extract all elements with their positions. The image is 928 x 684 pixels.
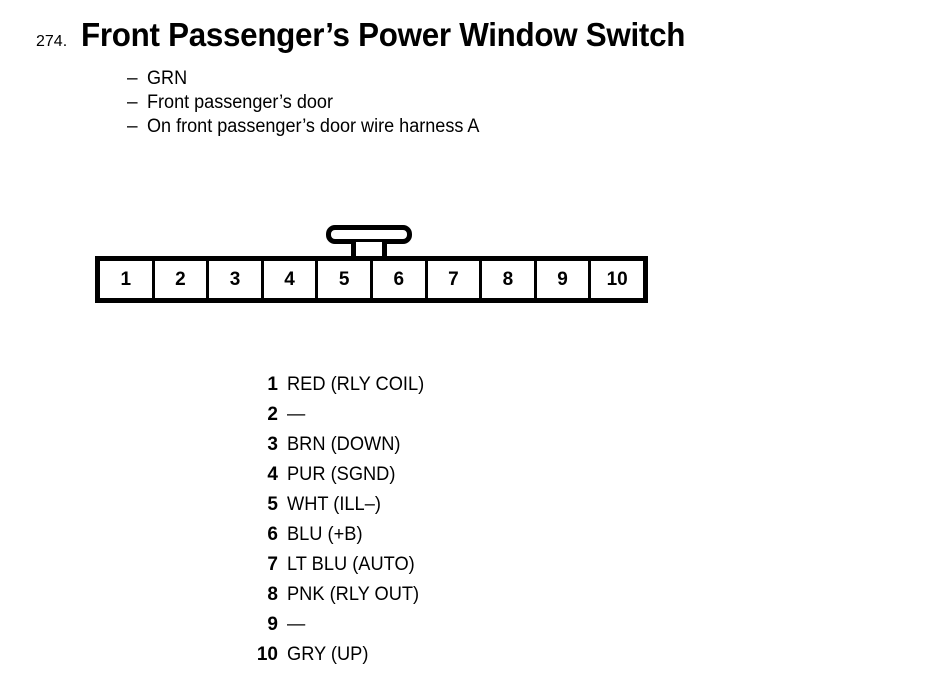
note-dash-icon: – — [127, 116, 138, 137]
connector-cavity: 6 — [372, 261, 425, 298]
page-title: 274. Front Passenger’s Power Window Swit… — [36, 16, 717, 54]
pin-label: GRY (UP) — [287, 644, 369, 665]
note-item-label: Front passenger’s door — [147, 92, 333, 113]
pin-row: 4 PUR (SGND) — [200, 464, 430, 494]
note-dash-icon: – — [127, 92, 138, 113]
connector-cavity: 8 — [482, 261, 534, 298]
pin-number: 3 — [267, 434, 278, 455]
pin-label: PUR (SGND) — [287, 464, 396, 485]
note-item-location: – Front passenger’s door — [127, 92, 497, 116]
connector-housing: 1 2 3 4 5 6 7 8 9 10 — [95, 256, 648, 303]
pin-assignment-list: 1 RED (RLY COIL) 2 — 3 BRN (DOWN) 4 PUR … — [200, 374, 430, 674]
pin-row: 9 — — [200, 614, 430, 644]
note-item-label: GRN — [147, 68, 188, 89]
pin-row: 1 RED (RLY COIL) — [200, 374, 430, 404]
note-list: – GRN – Front passenger’s door – On fron… — [127, 68, 497, 140]
pin-number: 8 — [267, 584, 278, 605]
pin-number: 7 — [267, 554, 278, 575]
connector-cavity: 7 — [427, 261, 480, 298]
pin-row: 7 LT BLU (AUTO) — [200, 554, 430, 584]
pin-row: 6 BLU (+B) — [200, 524, 430, 554]
pin-label: BLU (+B) — [287, 524, 363, 545]
pin-number: 9 — [267, 614, 278, 635]
pin-label: RED (RLY COIL) — [287, 374, 425, 395]
note-dash-icon: – — [127, 68, 138, 89]
note-item-label: On front passenger’s door wire harness A — [147, 116, 480, 137]
connector-cavity: 1 — [100, 261, 152, 298]
title-heading: Front Passenger’s Power Window Switch — [81, 16, 686, 53]
pin-label: LT BLU (AUTO) — [287, 554, 415, 575]
pin-number: 4 — [267, 464, 278, 485]
connector-cavity: 9 — [536, 261, 589, 298]
connector-cavity: 4 — [263, 261, 316, 298]
connector-cavity: 2 — [154, 261, 207, 298]
pin-number: 10 — [256, 644, 278, 665]
pin-label: — — [287, 404, 306, 425]
pin-number: 1 — [267, 374, 278, 395]
pin-row: 8 PNK (RLY OUT) — [200, 584, 430, 614]
pin-label: WHT (ILL–) — [287, 494, 381, 515]
connector-cavity: 3 — [209, 261, 261, 298]
pin-number: 6 — [267, 524, 278, 545]
pin-label: BRN (DOWN) — [287, 434, 401, 455]
pin-number: 5 — [267, 494, 278, 515]
title-item-number: 274. — [36, 33, 68, 50]
locking-tab-stem-icon — [351, 242, 387, 258]
note-item-harness: – On front passenger’s door wire harness… — [127, 116, 497, 140]
connector-cavity: 5 — [318, 261, 370, 298]
locking-tab-icon — [326, 225, 412, 244]
pin-row: 10 GRY (UP) — [200, 644, 430, 674]
pin-row: 5 WHT (ILL–) — [200, 494, 430, 524]
connector-diagram: 1 2 3 4 5 6 7 8 9 10 — [95, 225, 651, 303]
pin-number: 2 — [267, 404, 278, 425]
note-item-wire-color: – GRN — [127, 68, 497, 92]
pin-label: PNK (RLY OUT) — [287, 584, 420, 605]
pin-row: 3 BRN (DOWN) — [200, 434, 430, 464]
pin-row: 2 — — [200, 404, 430, 434]
connector-cavity: 10 — [591, 261, 643, 298]
pin-label: — — [287, 614, 306, 635]
